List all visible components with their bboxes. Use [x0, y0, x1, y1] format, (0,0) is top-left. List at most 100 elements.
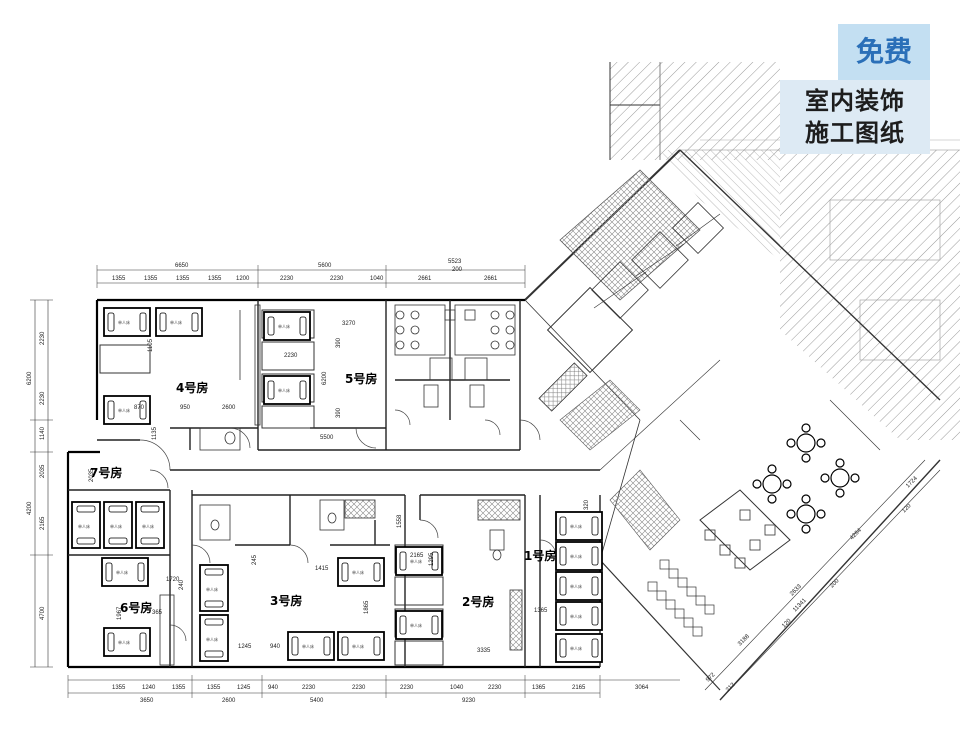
- svg-text:2230: 2230: [280, 276, 294, 282]
- bed-icon: [263, 375, 311, 405]
- svg-text:2230: 2230: [284, 353, 298, 359]
- svg-text:390: 390: [336, 337, 342, 348]
- svg-text:1365: 1365: [532, 685, 546, 691]
- svg-text:1355: 1355: [207, 685, 221, 691]
- svg-text:1040: 1040: [370, 276, 384, 282]
- svg-text:1355: 1355: [144, 276, 158, 282]
- badge-line-1: 室内装饰: [805, 87, 905, 115]
- svg-text:2230: 2230: [488, 685, 502, 691]
- bed-icon: [71, 501, 101, 549]
- svg-text:1558: 1558: [397, 514, 403, 528]
- svg-text:320: 320: [584, 499, 590, 510]
- svg-text:2230: 2230: [40, 331, 46, 345]
- svg-text:1355: 1355: [208, 276, 222, 282]
- dim-top-total: 5523: [448, 259, 462, 265]
- svg-text:1200: 1200: [236, 276, 250, 282]
- svg-text:5400: 5400: [310, 698, 324, 704]
- svg-text:1365: 1365: [534, 608, 548, 614]
- svg-text:3270: 3270: [342, 321, 356, 327]
- door-swings: [139, 409, 557, 642]
- svg-text:390: 390: [336, 407, 342, 418]
- dim-top-total: 6650: [175, 263, 189, 269]
- outer-walls: [66, 298, 600, 669]
- bed-icon: [395, 546, 443, 576]
- svg-text:1245: 1245: [238, 644, 252, 650]
- dim-top-200: 200: [452, 267, 463, 273]
- bed-icon: [103, 307, 151, 337]
- bed-icon: [395, 610, 443, 640]
- svg-text:972: 972: [705, 672, 717, 684]
- svg-text:2230: 2230: [302, 685, 316, 691]
- svg-text:2230: 2230: [352, 685, 366, 691]
- svg-text:1355: 1355: [172, 685, 186, 691]
- svg-text:1245: 1245: [237, 685, 251, 691]
- svg-text:3064: 3064: [635, 685, 649, 691]
- context-hatch: [609, 62, 960, 440]
- svg-text:1355: 1355: [176, 276, 190, 282]
- svg-text:1295: 1295: [429, 552, 435, 566]
- svg-text:1135: 1135: [152, 426, 158, 440]
- svg-text:2633: 2633: [789, 583, 803, 597]
- bed-icon: [287, 631, 335, 661]
- svg-text:1355: 1355: [112, 685, 126, 691]
- bed-icon: [155, 307, 203, 337]
- room-label-4: 4号房: [176, 380, 208, 395]
- bed-icon: [337, 631, 385, 661]
- svg-text:950: 950: [180, 405, 191, 411]
- interior-walls: [68, 300, 601, 667]
- svg-text:2165: 2165: [572, 685, 586, 691]
- svg-text:240: 240: [179, 579, 185, 590]
- svg-text:2600: 2600: [222, 405, 236, 411]
- svg-text:1720: 1720: [166, 577, 180, 583]
- svg-text:2230: 2230: [40, 391, 46, 405]
- dim-top-total: 5600: [318, 263, 332, 269]
- room-label-1: 1号房: [524, 548, 556, 563]
- svg-text:1967: 1967: [117, 606, 123, 620]
- svg-text:2035: 2035: [89, 468, 95, 482]
- room-label-3: 3号房: [270, 593, 302, 608]
- svg-text:2165: 2165: [410, 553, 424, 559]
- bed-icon: [555, 541, 603, 571]
- svg-text:120: 120: [901, 503, 913, 515]
- bed-icon: [103, 501, 133, 549]
- room-label-6: 6号房: [120, 600, 152, 615]
- bed-icon: [135, 501, 165, 549]
- svg-text:1724: 1724: [905, 475, 919, 489]
- room-label-2: 2号房: [462, 594, 494, 609]
- dimension-lines: [30, 265, 941, 701]
- svg-text:2035: 2035: [40, 464, 46, 478]
- bed-icon: [555, 601, 603, 631]
- bed-icon: [101, 557, 149, 587]
- svg-text:1415: 1415: [315, 566, 329, 572]
- svg-text:2165: 2165: [40, 516, 46, 530]
- svg-text:940: 940: [268, 685, 279, 691]
- room-labels: 4号房 5号房 7号房 6号房 3号房 2号房 1号房: [90, 371, 556, 615]
- bed-icon: [555, 571, 603, 601]
- svg-text:940: 940: [270, 644, 281, 650]
- svg-text:365: 365: [152, 610, 163, 616]
- bed-icon: [103, 627, 151, 657]
- svg-text:6200: 6200: [27, 371, 33, 385]
- svg-text:9230: 9230: [462, 698, 476, 704]
- svg-text:212: 212: [725, 682, 737, 694]
- fixtures: [159, 304, 523, 666]
- svg-text:1355: 1355: [112, 276, 126, 282]
- bed-icon: [555, 511, 603, 541]
- svg-text:1105: 1105: [148, 338, 154, 352]
- bed-icon: [555, 633, 603, 663]
- svg-text:2230: 2230: [400, 685, 414, 691]
- svg-text:120: 120: [781, 618, 793, 630]
- badge-title: 室内装饰 施工图纸: [780, 80, 930, 154]
- svg-text:4700: 4700: [40, 606, 46, 620]
- dimension-text: 6650 5600 5523 200 1355 1355 1355 1355 1…: [27, 259, 919, 704]
- bed-icon: [337, 557, 385, 587]
- svg-text:3335: 3335: [477, 648, 491, 654]
- svg-text:245: 245: [252, 554, 258, 565]
- svg-text:4264: 4264: [849, 527, 863, 541]
- svg-text:870: 870: [134, 405, 145, 411]
- svg-text:3188: 3188: [737, 633, 751, 647]
- bed-icon: [199, 614, 229, 662]
- svg-text:2230: 2230: [330, 276, 344, 282]
- svg-text:200: 200: [829, 578, 841, 590]
